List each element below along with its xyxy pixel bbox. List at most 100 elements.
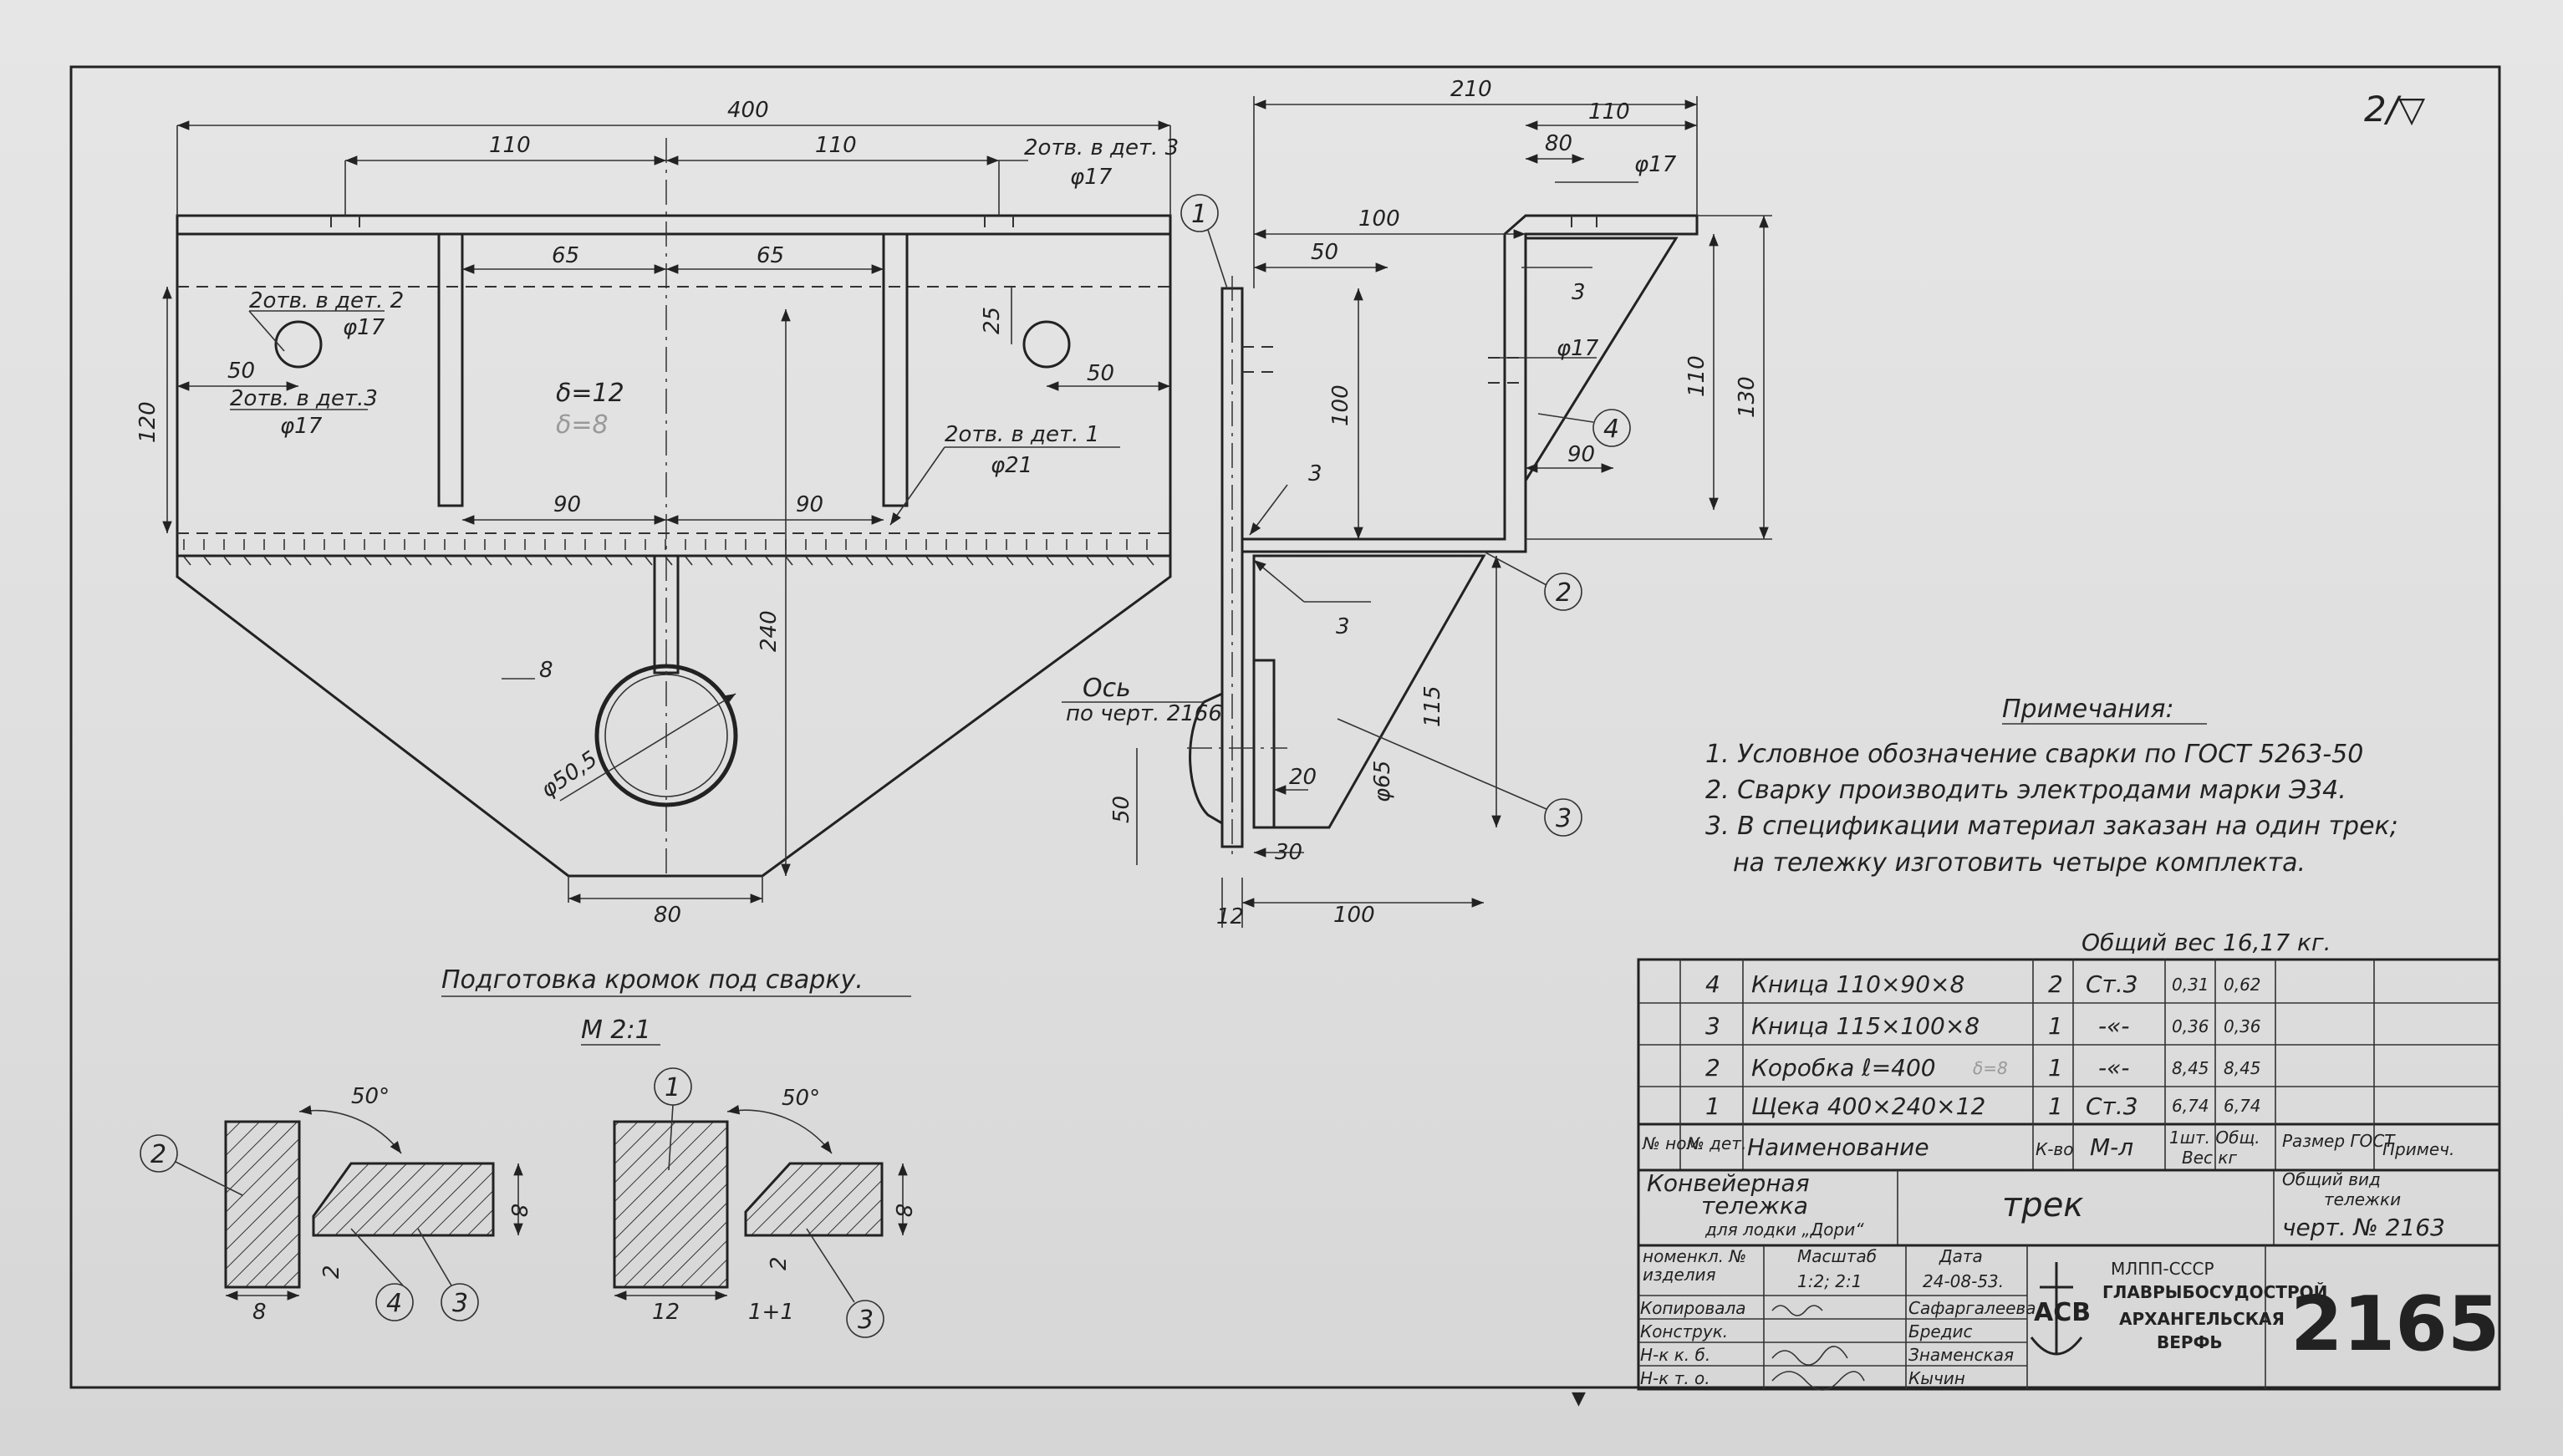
svg-text:МЛПП-СССР: МЛПП-СССР	[2111, 1259, 2214, 1279]
svg-text:110: 110	[1588, 99, 1630, 125]
svg-text:Кычин: Кычин	[1908, 1368, 1965, 1388]
knee-upper	[1524, 237, 1679, 486]
svg-text:Кница 115×100×8: Кница 115×100×8	[1751, 1012, 1980, 1040]
balloon-2	[1544, 573, 1582, 611]
weld-tick	[504, 556, 512, 566]
svg-text:80: 80	[1545, 131, 1572, 156]
svg-text:изделия: изделия	[1643, 1265, 1716, 1285]
svg-text:Размер ГОСТ: Размер ГОСТ	[2282, 1131, 2396, 1151]
svg-text:0,36: 0,36	[2224, 1016, 2261, 1036]
note-1: 1. Условное обозначение сварки по ГОСТ 5…	[1705, 740, 2363, 769]
svg-text:50: 50	[227, 359, 255, 384]
svg-text:80: 80	[654, 903, 681, 928]
svg-text:65: 65	[552, 243, 579, 268]
weld-tick	[1086, 556, 1094, 566]
svg-text:30: 30	[1275, 840, 1302, 865]
weld-tick	[324, 556, 332, 566]
svg-text:Бредис: Бредис	[1908, 1321, 1973, 1341]
weld-tick	[584, 556, 593, 566]
weld-tick	[1006, 556, 1014, 566]
svg-text:Копировала: Копировала	[1640, 1298, 1746, 1318]
weld-tick	[845, 556, 853, 566]
svg-text:1: 1	[1705, 1092, 1720, 1120]
svg-text:φ17: φ17	[1557, 336, 1599, 361]
svg-text:0,31: 0,31	[2172, 975, 2209, 995]
svg-text:№ дет.: № дет.	[1686, 1133, 1746, 1153]
svg-text:φ21: φ21	[991, 453, 1032, 478]
svg-text:трек: трек	[2002, 1186, 2083, 1224]
axle-boss	[1252, 659, 1276, 829]
weld-tick	[564, 556, 573, 566]
svg-text:φ17: φ17	[1070, 165, 1113, 190]
svg-text:2: 2	[319, 1265, 344, 1279]
svg-text:2: 2	[1705, 1054, 1720, 1082]
svg-text:3: 3	[452, 1289, 468, 1318]
side-view: 210 110 80 φ17 100 50 φ17 100 110 130 90…	[1062, 77, 1772, 929]
balloon-4	[1592, 409, 1631, 447]
svg-text:Конструк.: Конструк.	[1640, 1321, 1728, 1341]
svg-text:3: 3	[858, 1306, 874, 1335]
svg-text:210: 210	[1450, 77, 1492, 102]
svg-text:δ=12: δ=12	[556, 379, 624, 408]
weld-prep-title: Подготовка кромок под сварку.	[441, 965, 864, 995]
svg-text:ВЕРФЬ: ВЕРФЬ	[2157, 1332, 2223, 1352]
note-2: 2. Сварку производить электродами марки …	[1705, 776, 2346, 805]
svg-text:2: 2	[767, 1256, 792, 1270]
svg-text:8,45: 8,45	[2172, 1058, 2209, 1078]
svg-text:Масштаб: Масштаб	[1797, 1246, 1877, 1266]
bottom-mark: ▼	[1572, 1388, 1586, 1409]
weld-tick	[925, 556, 934, 566]
weld-tick	[624, 556, 633, 566]
svg-text:φ17: φ17	[343, 315, 385, 340]
hole-left	[274, 320, 323, 369]
svg-text:50: 50	[1109, 796, 1134, 823]
web-left	[437, 232, 464, 507]
drawing-number: 2165	[2290, 1280, 2500, 1368]
svg-text:400: 400	[727, 98, 769, 123]
svg-text:φ17: φ17	[1634, 152, 1677, 177]
svg-text:20: 20	[1289, 765, 1317, 790]
weld-marks	[183, 539, 1154, 566]
weld-tick	[203, 556, 211, 566]
sheet-border	[69, 65, 2501, 1389]
svg-text:-«-: -«-	[2098, 1054, 2130, 1082]
notes-title: Примечания:	[2002, 695, 2174, 724]
svg-text:3: 3	[1705, 1012, 1720, 1040]
svg-text:φ65: φ65	[1370, 761, 1395, 802]
svg-text:Н-к т. о.: Н-к т. о.	[1640, 1368, 1710, 1388]
svg-text:М-л: М-л	[2090, 1133, 2133, 1161]
svg-text:8: 8	[252, 1300, 267, 1325]
svg-text:90: 90	[1567, 442, 1595, 467]
svg-text:1+1: 1+1	[748, 1300, 794, 1325]
svg-text:Дата: Дата	[1939, 1246, 1983, 1266]
svg-text:50: 50	[1087, 361, 1114, 386]
svg-text:1: 1	[2048, 1054, 2063, 1082]
svg-text:8,45: 8,45	[2224, 1058, 2261, 1078]
svg-text:110: 110	[489, 133, 531, 158]
svg-text:2: 2	[2048, 970, 2063, 998]
weld-tick	[484, 556, 492, 566]
svg-text:24-08-53.: 24-08-53.	[1923, 1271, 2004, 1291]
svg-text:Ст.3: Ст.3	[2086, 1092, 2138, 1120]
svg-text:100: 100	[1358, 206, 1400, 232]
corner-mark: 2/▽	[2364, 89, 2426, 130]
hole-right	[1022, 320, 1071, 369]
svg-text:50: 50	[1311, 240, 1338, 265]
svg-text:тележка: тележка	[1701, 1192, 1808, 1219]
svg-text:8: 8	[890, 1204, 915, 1218]
svg-text:4: 4	[386, 1289, 402, 1318]
weld-tick	[344, 556, 352, 566]
weld-tick	[1066, 556, 1074, 566]
svg-text:Вес кг: Вес кг	[2182, 1148, 2237, 1168]
svg-text:номенкл. №: номенкл. №	[1643, 1246, 1746, 1266]
svg-text:100: 100	[1328, 384, 1353, 426]
weld-tick	[945, 556, 954, 566]
svg-text:115: 115	[1420, 685, 1445, 727]
svg-text:100: 100	[1333, 903, 1375, 928]
weld-tick	[905, 556, 914, 566]
svg-text:δ=8: δ=8	[556, 410, 609, 440]
svg-text:Ось: Ось	[1083, 674, 1131, 703]
svg-text:2: 2	[1556, 578, 1572, 608]
weld-tick	[283, 556, 292, 566]
weld-prep-scale: М 2:1	[581, 1016, 651, 1045]
